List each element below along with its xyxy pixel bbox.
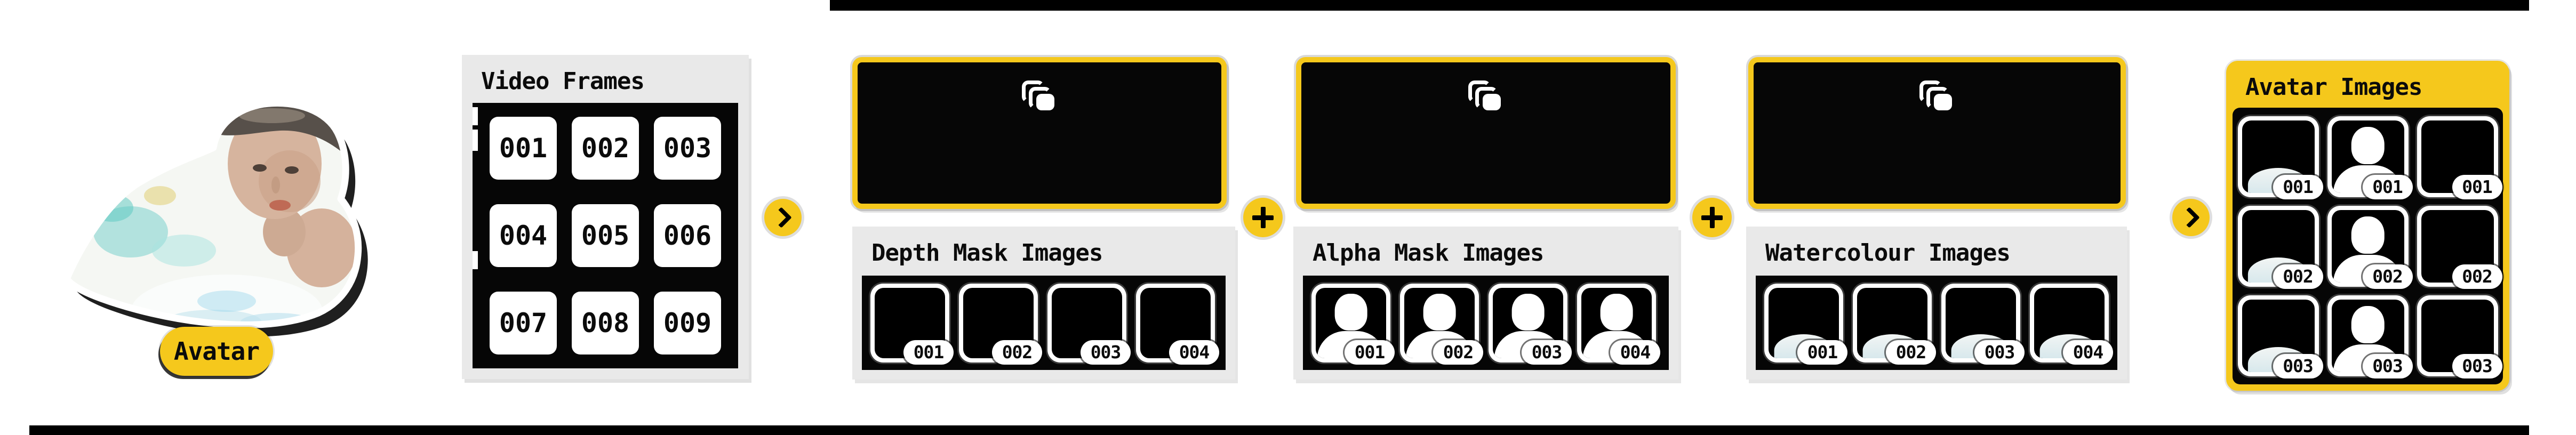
video-frame-tile: 008 <box>572 292 639 355</box>
watercolour-thumbnail: 001 <box>1764 283 1847 365</box>
video-frame-tile: 009 <box>654 292 721 355</box>
frame-number-badge: 004 <box>2063 340 2113 365</box>
video-frame-tile: 001 <box>490 117 557 180</box>
frame-number-badge: 001 <box>1797 340 1847 365</box>
frame-number-badge: 002 <box>2273 264 2323 289</box>
combine-connector <box>1692 198 1732 237</box>
watercolour-thumbnail: 002 <box>1853 283 1936 365</box>
top-crop-bar <box>830 0 2529 11</box>
avatar-alpha-thumbnail: 001 <box>2327 116 2413 199</box>
frame-number-badge: 001 <box>1345 340 1395 365</box>
frame-number-badge: 002 <box>1886 340 1936 365</box>
watercolour-thumbnail: 003 <box>1941 283 2025 365</box>
avatar-alpha-thumbnail: 003 <box>2327 295 2413 378</box>
filmstrip-sprocket <box>473 130 478 151</box>
depth-mask-panel: Depth Mask Images 001 002 003 004 <box>852 227 1235 380</box>
frame-number-badge: 002 <box>2452 264 2502 289</box>
alpha-thumbnail: 001 <box>1311 283 1395 365</box>
video-frames-panel: Video Frames 001 002 003 004 005 006 007… <box>462 55 749 379</box>
avatar-watercolour-thumbnail: 002 <box>2237 205 2323 289</box>
filmstrip-sprocket <box>473 251 478 269</box>
depth-thumbnail-strip: 001 002 003 004 <box>862 276 1226 370</box>
watercolour-video-placeholder <box>1748 57 2126 209</box>
avatar-watercolour-thumbnail: 001 <box>2237 116 2323 199</box>
stacked-frames-icon <box>1919 80 1955 114</box>
watercolour-title: Watercolour Images <box>1765 239 2011 267</box>
alpha-video-placeholder <box>1296 57 1676 209</box>
depth-video-placeholder <box>852 57 1227 209</box>
frame-number-badge: 003 <box>1522 340 1572 365</box>
avatar-depth-thumbnail: 001 <box>2417 116 2502 199</box>
video-frame-tile: 002 <box>572 117 639 180</box>
frame-number-badge: 003 <box>1974 340 2025 365</box>
frame-number-badge: 002 <box>2362 264 2413 289</box>
avatar-images-panel: Avatar Images 001 001 001 002 <box>2226 61 2509 391</box>
chevron-right-icon <box>770 207 792 228</box>
depth-thumbnail: 002 <box>959 283 1042 365</box>
video-frame-tile: 003 <box>654 117 721 180</box>
bottom-crop-bar <box>29 425 2529 435</box>
flow-arrow-connector <box>764 199 802 236</box>
depth-thumbnail: 001 <box>870 283 954 365</box>
alpha-thumbnail: 002 <box>1400 283 1483 365</box>
avatar-alpha-thumbnail: 002 <box>2327 205 2413 289</box>
avatar-sticker-image <box>63 99 368 337</box>
video-frame-tile: 007 <box>490 292 557 355</box>
alpha-thumbnail: 004 <box>1577 283 1660 365</box>
frame-number-badge: 004 <box>1610 340 1660 365</box>
frame-number-badge: 001 <box>2362 174 2413 199</box>
frame-number-badge: 004 <box>1169 340 1219 365</box>
plus-icon <box>1252 207 1274 228</box>
avatar-images-grid-area: 001 001 001 002 002 <box>2233 108 2503 384</box>
alpha-thumbnail-strip: 001 002 003 004 <box>1303 276 1669 370</box>
frame-number-badge: 003 <box>2362 353 2413 378</box>
frame-number-badge: 001 <box>903 340 954 365</box>
watercolour-thumbnail-strip: 001 002 003 004 <box>1756 276 2117 370</box>
avatar-label-pill: Avatar <box>160 327 273 376</box>
depth-thumbnail: 003 <box>1047 283 1131 365</box>
video-frame-tile: 005 <box>572 204 639 267</box>
plus-icon <box>1701 207 1723 228</box>
frame-number-badge: 003 <box>2452 353 2502 378</box>
avatar-label: Avatar <box>173 337 260 366</box>
frame-number-badge: 001 <box>2273 174 2323 199</box>
frame-number-badge: 001 <box>2452 174 2502 199</box>
depth-thumbnail: 004 <box>1136 283 1219 365</box>
frame-number-badge: 003 <box>1081 340 1131 365</box>
depth-mask-title: Depth Mask Images <box>871 239 1103 267</box>
video-frames-grid: 001 002 003 004 005 006 007 008 009 <box>473 103 738 368</box>
video-frame-tile: 004 <box>490 204 557 267</box>
video-frame-tile: 006 <box>654 204 721 267</box>
avatar-depth-thumbnail: 003 <box>2417 295 2502 378</box>
alpha-mask-panel: Alpha Mask Images 001 002 003 004 <box>1293 227 1678 380</box>
watercolour-panel: Watercolour Images 001 002 003 004 <box>1746 227 2127 380</box>
frame-number-badge: 002 <box>1433 340 1483 365</box>
frame-number-badge: 002 <box>992 340 1042 365</box>
frame-number-badge: 003 <box>2273 353 2323 378</box>
alpha-mask-title: Alpha Mask Images <box>1313 239 1544 267</box>
alpha-thumbnail: 003 <box>1489 283 1572 365</box>
video-frames-title: Video Frames <box>481 68 645 95</box>
avatar-watercolour-thumbnail: 003 <box>2237 295 2323 378</box>
stacked-frames-icon <box>1022 80 1057 114</box>
watercolour-thumbnail: 004 <box>2030 283 2113 365</box>
video-frames-grid-area: 001 002 003 004 005 006 007 008 009 <box>473 103 738 368</box>
flow-arrow-connector <box>2172 199 2210 236</box>
avatar-images-title: Avatar Images <box>2245 74 2422 101</box>
filmstrip-sprocket <box>473 107 478 125</box>
avatar-depth-thumbnail: 002 <box>2417 205 2502 289</box>
combine-connector <box>1243 198 1283 237</box>
avatar-images-grid: 001 001 001 002 002 <box>2233 108 2503 384</box>
chevron-right-icon <box>2178 207 2200 228</box>
stacked-frames-icon <box>1468 80 1503 114</box>
